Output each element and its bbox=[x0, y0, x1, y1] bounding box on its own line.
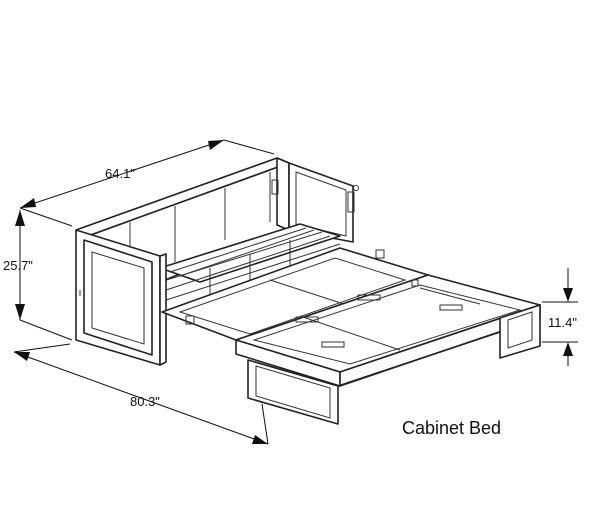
dimension-platform-height: 11.4" bbox=[542, 268, 578, 366]
bed-deck bbox=[161, 247, 541, 387]
dimension-length: 80.3" bbox=[13, 343, 269, 445]
length-label: 80.3" bbox=[130, 394, 160, 409]
cabinet-end-panel bbox=[75, 229, 167, 366]
height-label: 25.7" bbox=[3, 258, 33, 273]
dimension-height: 25.7" bbox=[3, 210, 73, 341]
cabinet-frame bbox=[75, 157, 359, 283]
support-legs bbox=[247, 304, 541, 425]
width-label: 64.1" bbox=[105, 166, 135, 181]
platform-height-label: 11.4" bbox=[548, 315, 577, 330]
diagram-caption: Cabinet Bed bbox=[402, 418, 502, 438]
bed-slats bbox=[159, 223, 341, 303]
dimension-width: 64.1" bbox=[19, 139, 275, 227]
